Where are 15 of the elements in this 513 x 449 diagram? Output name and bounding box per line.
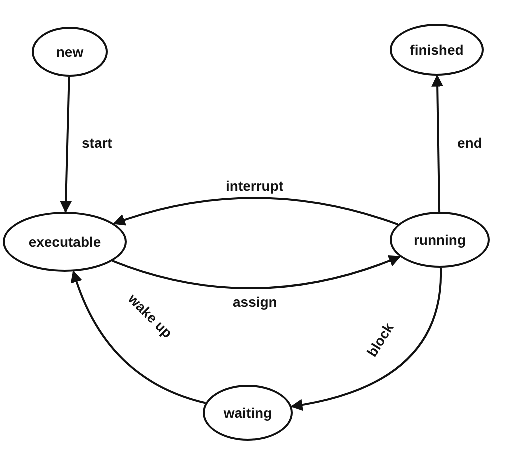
arrow: [71, 270, 206, 404]
state-name: new: [56, 44, 84, 60]
state-name: waiting: [224, 405, 272, 421]
edge-label: start: [82, 135, 112, 151]
arrow: [432, 74, 444, 212]
arrow: [113, 197, 399, 226]
arrow: [112, 255, 402, 290]
state-name: executable: [28, 234, 102, 250]
arrow: [290, 268, 442, 411]
edge-label: interrupt: [226, 178, 284, 194]
edge-label: end: [458, 135, 482, 151]
edge-label: assign: [233, 294, 278, 310]
state-name: finished: [410, 42, 464, 58]
state-name: running: [414, 232, 466, 248]
arrow: [60, 76, 72, 214]
